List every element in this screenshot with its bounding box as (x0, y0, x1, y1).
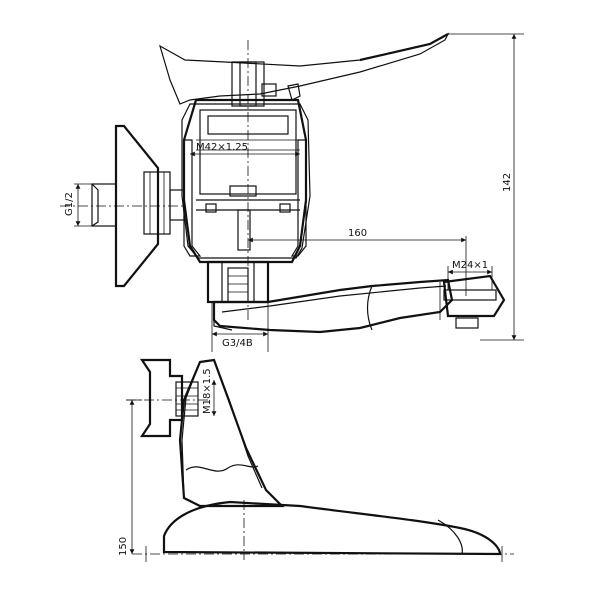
adapter-thread-dimension: M18×1.5 (202, 368, 217, 416)
aerator-thread-label: M24×1 (452, 260, 488, 271)
mixer-side-view: M18×1.5 150 (118, 358, 514, 562)
spout (212, 278, 454, 334)
adapter-fitting (126, 358, 210, 438)
inlet-thread-dimension: G1/2 (64, 183, 92, 227)
handle-hub (231, 40, 301, 320)
cartridge-thread-dimension: M42×1.25 (190, 142, 300, 157)
inlet-thread-label: G1/2 (64, 192, 75, 216)
base-height-dimension: 150 (118, 399, 142, 556)
mixer-body (181, 98, 311, 264)
cartridge-thread-label: M42×1.25 (196, 142, 248, 153)
spout-reach-dimension: 160 (248, 228, 467, 296)
lever-handle (159, 32, 450, 105)
base-height-label: 150 (118, 537, 129, 556)
height-dimension: 142 (448, 33, 524, 341)
aerator-thread-dimension: M24×1 (447, 260, 493, 290)
mixer-front-view: M42×1.25 G1/2 (60, 32, 524, 352)
outlet-thread-label: G3/4B (222, 338, 253, 349)
inlet-connector (60, 124, 185, 288)
adapter-thread-label: M18×1.5 (202, 368, 213, 414)
base-plate (132, 500, 514, 562)
outlet-thread-dimension: G3/4B (211, 302, 269, 352)
outlet-nut (206, 260, 270, 304)
spout-reach-label: 160 (348, 228, 367, 239)
aerator (439, 274, 506, 329)
height-label: 142 (502, 173, 513, 192)
